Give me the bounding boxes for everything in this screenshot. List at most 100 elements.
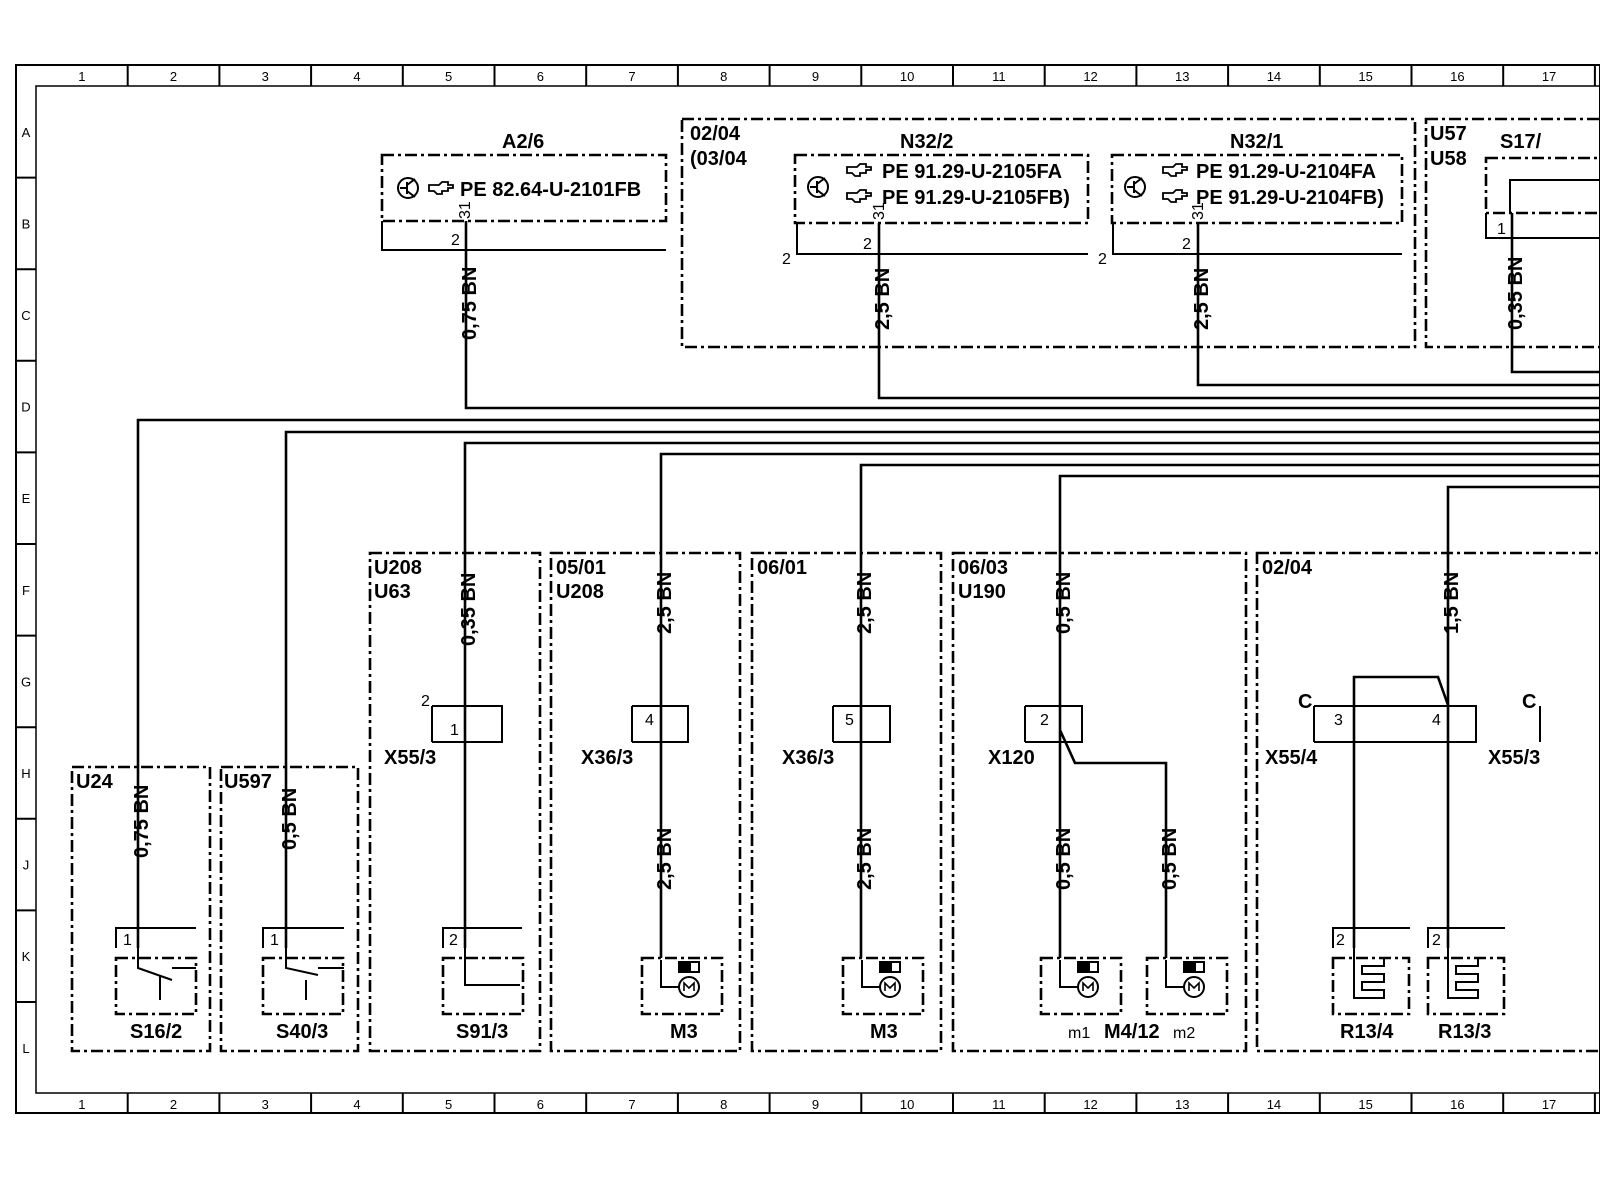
x36-3-a-label: X36/3 — [581, 747, 633, 769]
ref-0304: (03/04 — [690, 148, 748, 170]
a2-6-ref[interactable]: PE 82.64-U-2101FB — [460, 179, 641, 201]
row-label: C — [21, 308, 30, 323]
m3-a-variant: U208 — [556, 581, 604, 603]
n32-2-box — [793, 153, 1090, 225]
column-label: 1 — [78, 69, 85, 84]
wire-label-a2-6: 0,75 BN — [459, 267, 481, 340]
x55-3-r-label: X55/3 — [1488, 747, 1540, 769]
outer-frame — [15, 64, 1600, 1114]
s91-3-pin: 2 — [449, 932, 458, 949]
wire-s91-3-bus[interactable] — [463, 441, 1600, 720]
n32-2-name: N32/2 — [900, 131, 953, 153]
inner-frame — [35, 85, 1600, 1094]
s91-3-name: S91/3 — [456, 1021, 508, 1043]
wire-label-m4-12-m1: 0,5 BN — [1053, 828, 1075, 890]
s17-name: S17/ — [1500, 131, 1542, 153]
row-label: A — [22, 125, 31, 140]
motor-icon — [1059, 960, 1099, 998]
m3-b-ref: 06/01 — [757, 557, 807, 579]
wire-n32-1-ground[interactable] — [1196, 223, 1600, 387]
pointing-hand-icon[interactable] — [846, 189, 872, 203]
module-m3-a: 05/01 U208 2,5 BN 4 X36/3 2,5 BN M3 — [549, 551, 742, 1053]
column-label: 6 — [537, 69, 544, 84]
s91-3-switch-box — [441, 956, 525, 1016]
heater-element-icon — [1447, 948, 1479, 999]
x55-4-pin1: 3 — [1334, 712, 1343, 729]
wire-a2-6-ground[interactable] — [464, 221, 1600, 410]
r13-4-box — [1331, 956, 1411, 1016]
pointing-hand-icon[interactable] — [846, 163, 872, 177]
s91-3-variant2: U63 — [374, 581, 411, 603]
n32-1-ref1[interactable]: PE 91.29-U-2104FA — [1196, 161, 1376, 183]
column-label: 3 — [262, 69, 269, 84]
x36-3-b-label: X36/3 — [782, 747, 834, 769]
row-label: G — [21, 674, 31, 689]
m4-12-outer-box — [951, 551, 1248, 1053]
s16-2-connector — [115, 927, 196, 948]
s91-3-switch-contact — [464, 948, 520, 986]
wire-s16-2-bus[interactable] — [136, 418, 1600, 795]
n32-2-ref1[interactable]: PE 91.29-U-2105FA — [882, 161, 1062, 183]
wire-label-s16-2: 0,75 BN — [131, 785, 153, 858]
a2-6-pin-top: 31 — [457, 201, 474, 219]
wire-m3-a-bus[interactable] — [659, 452, 1600, 720]
module-m4-12: 06/03 U190 0,5 BN 2 X120 0,5 BN 0,5 BN m… — [951, 551, 1248, 1053]
m3-b-name: M3 — [870, 1021, 898, 1043]
wire-m3-b-bus[interactable] — [859, 463, 1600, 720]
n32-2-left-pin: 2 — [782, 251, 791, 268]
n32-1-ref2[interactable]: PE 91.29-U-2104FB) — [1196, 187, 1384, 209]
wire-label-m3-a-top: 2,5 BN — [654, 572, 676, 634]
column-label: 16 — [1450, 1097, 1464, 1112]
wire-label-n32-2: 2,5 BN — [872, 268, 894, 330]
x36-3-b-pin: 5 — [845, 712, 854, 729]
u57-label: U57 — [1430, 123, 1467, 145]
u57-box — [1424, 117, 1600, 349]
wire-r13-bus[interactable] — [1446, 485, 1600, 720]
x55-4-bridge[interactable] — [1352, 675, 1450, 720]
x55-4-connector — [1313, 705, 1477, 743]
x55-4-label: X55/4 — [1265, 747, 1318, 769]
n32-1-housing — [1112, 223, 1402, 255]
s40-3-switch-box — [261, 956, 345, 1016]
column-label: 3 — [262, 1097, 269, 1112]
module-s17: U57 U58 S17/ 1 — [1424, 117, 1600, 349]
r13-3-pin: 2 — [1432, 932, 1441, 949]
pointing-hand-icon[interactable] — [1162, 189, 1188, 203]
wire-m4-12-bus[interactable] — [1058, 474, 1600, 720]
column-label: 8 — [720, 69, 727, 84]
column-label: 10 — [900, 1097, 914, 1112]
row-label: D — [21, 400, 30, 415]
column-label: 14 — [1267, 69, 1281, 84]
s17-housing — [1485, 179, 1600, 239]
r13-4-connector — [1332, 927, 1410, 948]
n32-1-box — [1110, 153, 1404, 225]
n32-2-housing — [796, 223, 1088, 255]
motor-icon — [1165, 960, 1205, 998]
x55-4-c: C — [1298, 691, 1312, 713]
pointing-hand-icon[interactable] — [428, 181, 454, 195]
s91-3-variant1: U208 — [374, 557, 422, 579]
n32-2-ref2[interactable]: PE 91.29-U-2105FB) — [882, 187, 1070, 209]
m4-12-m1-box — [1039, 956, 1123, 1016]
wire-label-n32-1: 2,5 BN — [1191, 268, 1213, 330]
r13-4-name: R13/4 — [1340, 1021, 1394, 1043]
wire-m4-12[interactable] — [1058, 720, 1168, 958]
row-label: H — [21, 766, 30, 781]
n32-group-box — [680, 117, 1417, 349]
ground-symbol-icon — [397, 177, 419, 199]
wire-r13[interactable] — [1352, 720, 1450, 948]
x55-3-c: C — [1522, 691, 1536, 713]
u58-label: U58 — [1430, 148, 1467, 170]
m3-b-motor-box — [841, 956, 925, 1016]
column-label: 5 — [445, 69, 452, 84]
column-label: 9 — [812, 69, 819, 84]
wire-label-s40-3: 0,5 BN — [279, 788, 301, 850]
row-label: E — [22, 491, 31, 506]
wire-s17-ground[interactable] — [1510, 213, 1600, 374]
pointing-hand-icon[interactable] — [1162, 163, 1188, 177]
wire-s40-3-bus[interactable] — [284, 430, 1600, 795]
x55-3-connector — [431, 705, 503, 743]
wire-n32-2-ground[interactable] — [877, 223, 1600, 400]
